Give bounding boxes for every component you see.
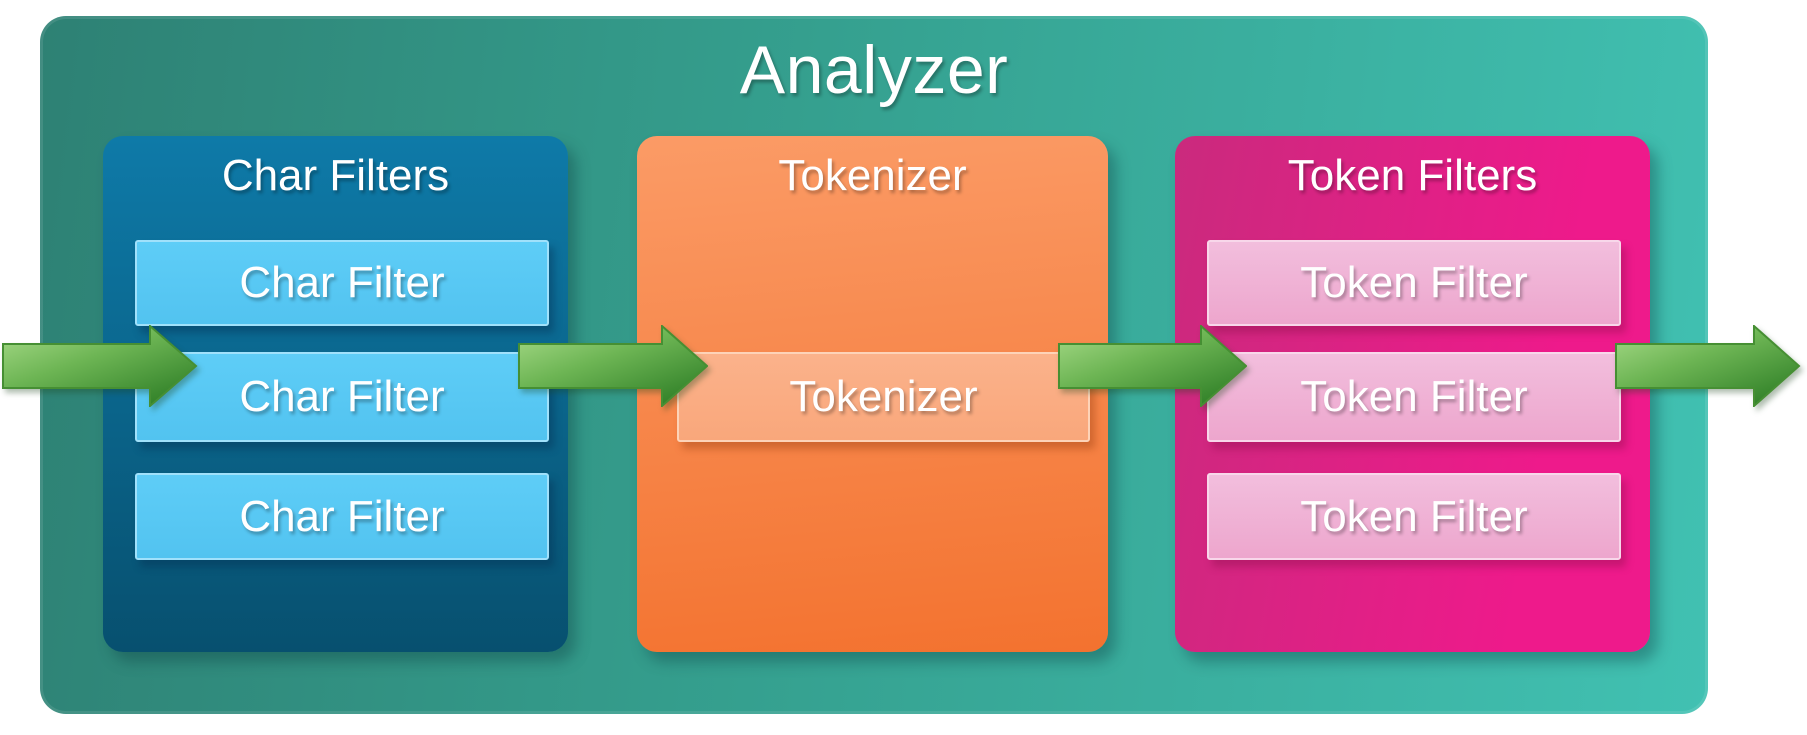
token-filter-box-1: Token Filter	[1207, 240, 1621, 326]
char-filter-box-1: Char Filter	[135, 240, 549, 326]
panel-tokenizer: Tokenizer Tokenizer	[637, 136, 1108, 652]
char-filters-to-tokenizer-arrow-icon	[518, 325, 708, 407]
panel-char-filters: Char Filters Char Filter Char Filter Cha…	[103, 136, 568, 652]
panel-tokenizer-title: Tokenizer	[778, 151, 967, 200]
panel-token-filters-title: Token Filters	[1287, 151, 1538, 200]
char-filter-box-2: Char Filter	[135, 352, 549, 442]
tokenizer-box: Tokenizer	[677, 352, 1090, 442]
tokenizer-to-token-filters-arrow-icon	[1058, 325, 1247, 407]
diagram-title: Analyzer	[739, 32, 1009, 108]
token-filter-box-2: Token Filter	[1207, 352, 1621, 442]
input-arrow-icon	[2, 325, 198, 407]
panel-char-filters-title: Char Filters	[221, 151, 450, 200]
output-arrow-icon	[1615, 325, 1801, 407]
char-filter-box-3: Char Filter	[135, 473, 549, 560]
token-filter-box-3: Token Filter	[1207, 473, 1621, 560]
panel-token-filters: Token Filters Token Filter Token Filter …	[1175, 136, 1650, 652]
